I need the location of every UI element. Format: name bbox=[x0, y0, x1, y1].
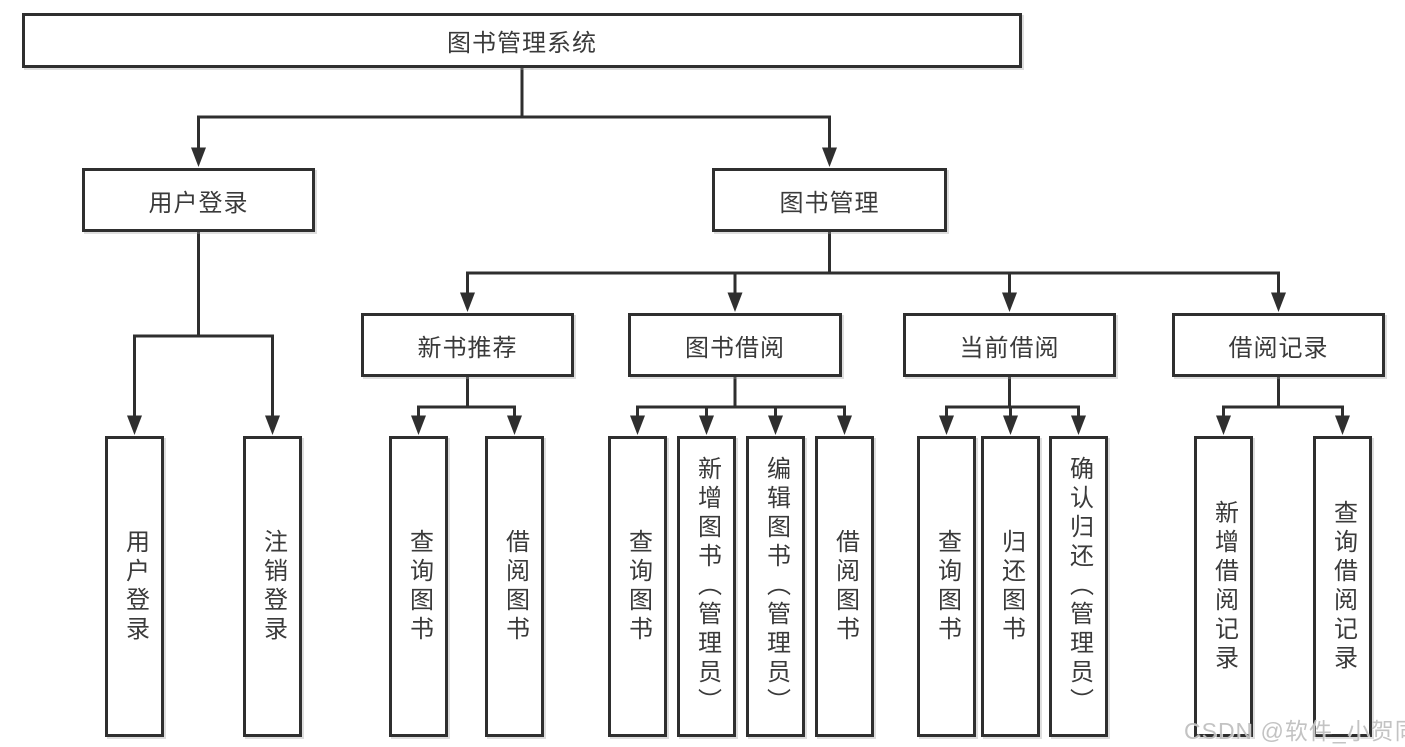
leaf-label: 查询图书 bbox=[405, 528, 433, 645]
node-borrow-records: 借阅记录 bbox=[1172, 313, 1385, 377]
leaf-user-login: 用户登录 bbox=[105, 436, 164, 737]
leaf-label: 查询借阅记录 bbox=[1329, 499, 1357, 674]
leaf-label: 借阅图书 bbox=[831, 528, 859, 645]
node-label: 当前借阅 bbox=[959, 334, 1060, 362]
node-label: 图书借阅 bbox=[685, 334, 785, 362]
leaf-label: 新增借阅记录 bbox=[1210, 499, 1238, 674]
leaf-current-query-books: 查询图书 bbox=[917, 436, 976, 737]
leaf-label: 借阅图书 bbox=[501, 528, 529, 645]
leaf-label: 归还图书 bbox=[997, 528, 1025, 645]
leaf-confirm-return-admin: 确认归还（管理员） bbox=[1049, 436, 1108, 737]
leaf-recommend-borrow-books: 借阅图书 bbox=[485, 436, 544, 737]
node-label: 图书管理 bbox=[779, 189, 880, 217]
leaf-label: 查询图书 bbox=[624, 528, 652, 645]
node-label: 用户登录 bbox=[148, 189, 249, 217]
leaf-add-borrow-record: 新增借阅记录 bbox=[1194, 436, 1253, 737]
leaf-borrow-books: 借阅图书 bbox=[815, 436, 874, 737]
node-root: 图书管理系统 bbox=[22, 13, 1022, 68]
node-book-borrow: 图书借阅 bbox=[628, 313, 842, 377]
node-book-management: 图书管理 bbox=[712, 168, 947, 232]
node-new-book-recommend: 新书推荐 bbox=[361, 313, 574, 377]
leaf-query-borrow-record: 查询借阅记录 bbox=[1313, 436, 1372, 737]
leaf-recommend-query-books: 查询图书 bbox=[389, 436, 448, 737]
leaf-edit-books-admin: 编辑图书（管理员） bbox=[746, 436, 805, 737]
node-label: 借阅记录 bbox=[1228, 334, 1329, 362]
leaf-label: 新增图书（管理员） bbox=[693, 456, 721, 717]
leaf-return-books: 归还图书 bbox=[981, 436, 1040, 737]
leaf-borrow-query-books: 查询图书 bbox=[608, 436, 667, 737]
node-current-borrow: 当前借阅 bbox=[903, 313, 1116, 377]
leaf-label: 查询图书 bbox=[933, 528, 961, 645]
leaf-label: 确认归还（管理员） bbox=[1065, 456, 1093, 717]
leaf-label: 用户登录 bbox=[121, 528, 149, 645]
node-label: 新书推荐 bbox=[417, 334, 518, 362]
leaf-label: 编辑图书（管理员） bbox=[762, 456, 790, 717]
leaf-add-books-admin: 新增图书（管理员） bbox=[677, 436, 736, 737]
leaf-logout: 注销登录 bbox=[243, 436, 302, 737]
node-label: 图书管理系统 bbox=[447, 30, 597, 57]
csdn-watermark: CSDN @软件_小贺同学 bbox=[1184, 718, 1405, 744]
node-user-login: 用户登录 bbox=[82, 168, 315, 232]
leaf-label: 注销登录 bbox=[259, 528, 287, 645]
